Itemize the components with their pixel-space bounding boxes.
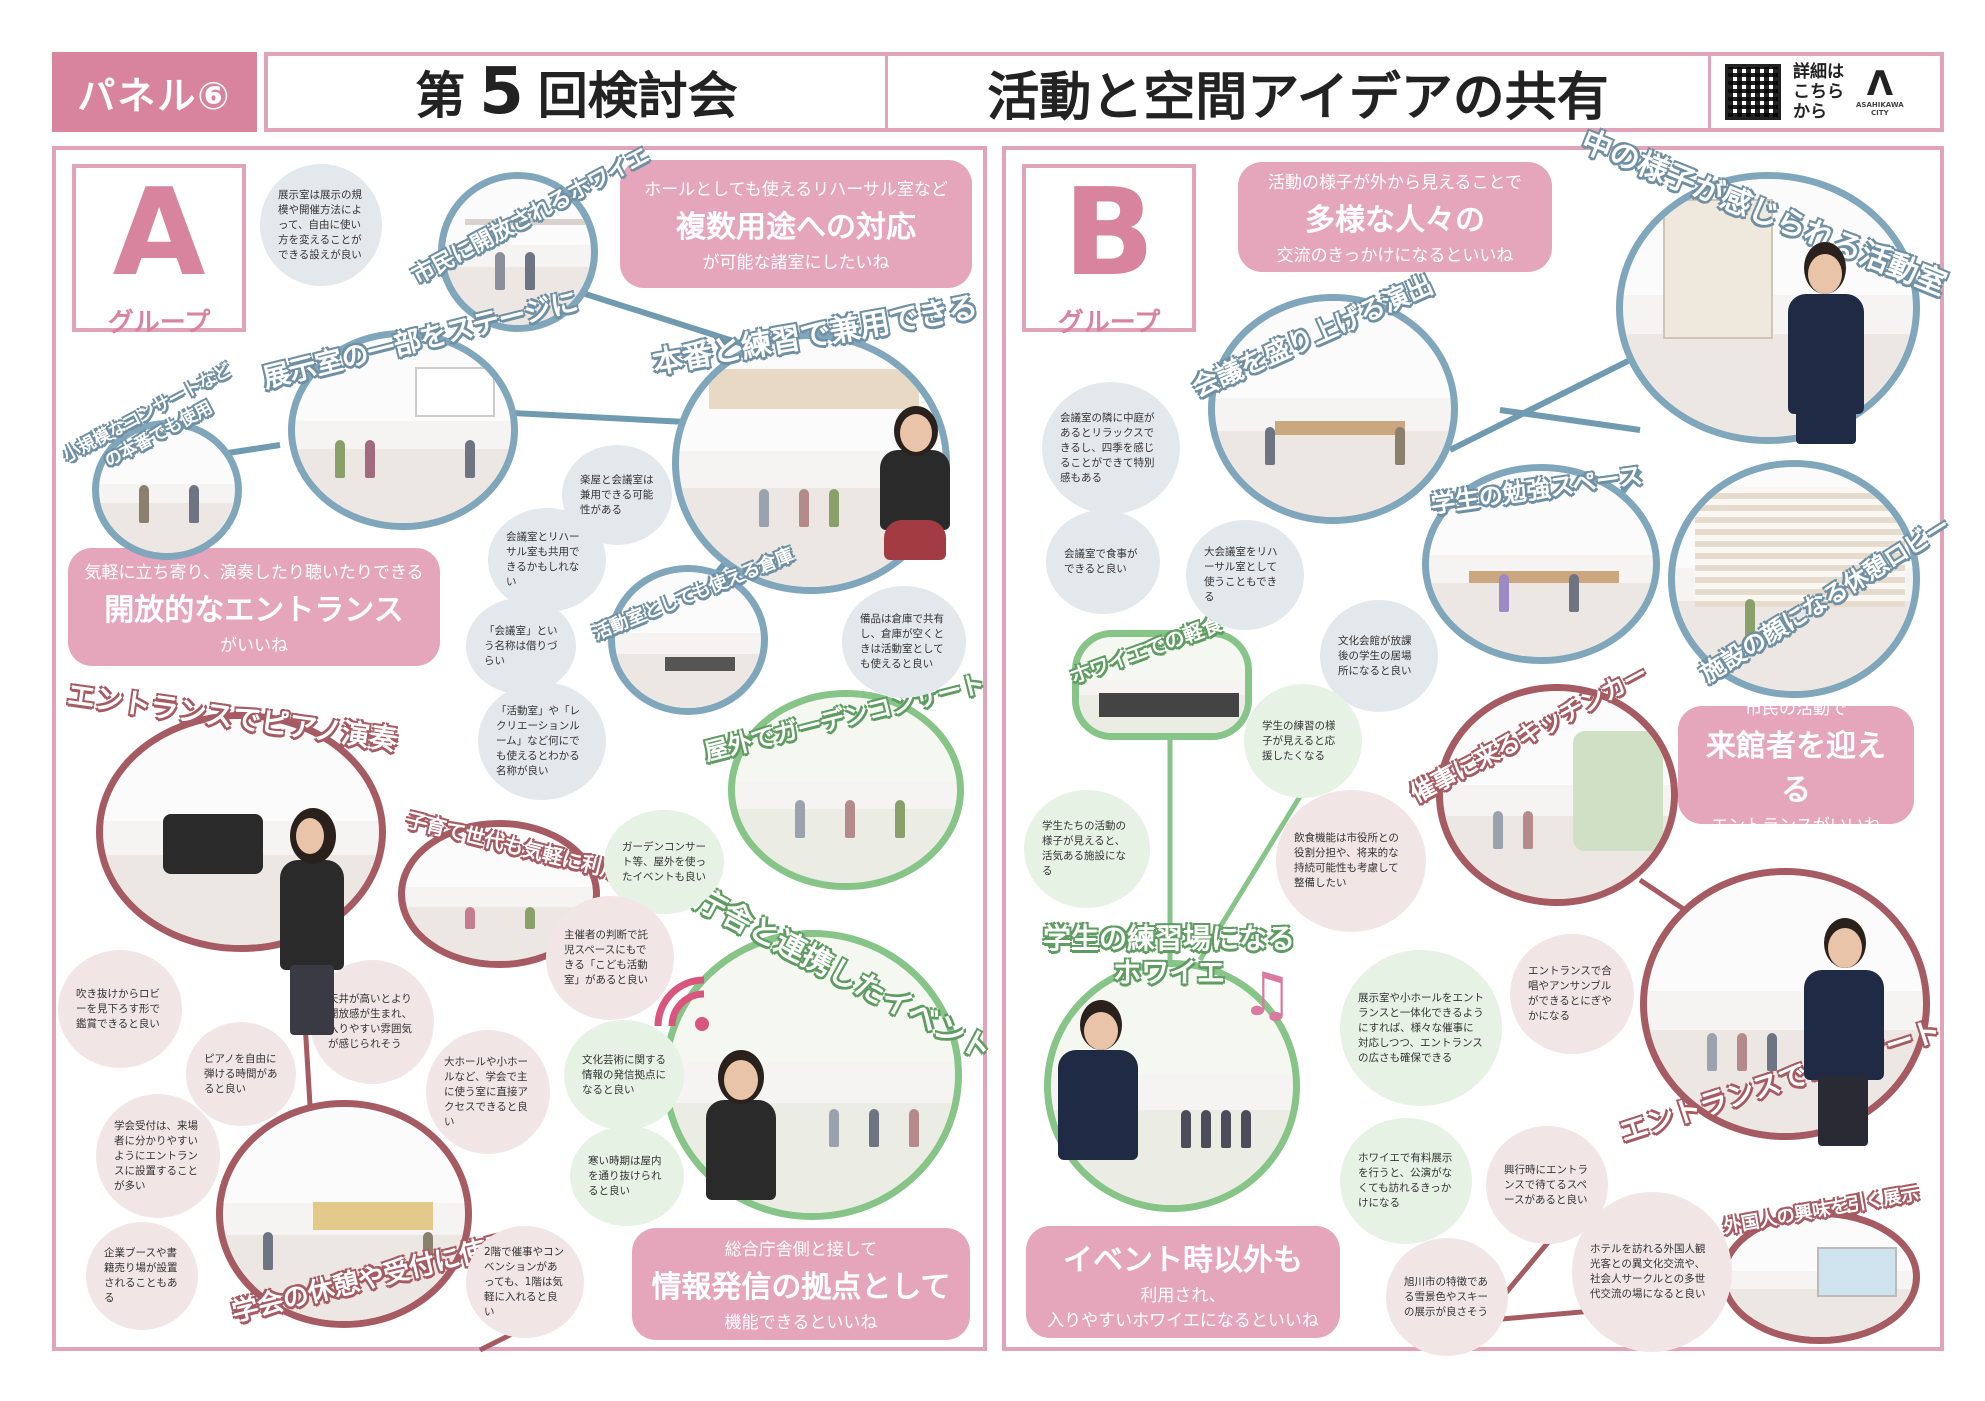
details-line: から	[1793, 102, 1827, 122]
storage-room-illustration	[608, 565, 768, 715]
comment-bubble: 備品は倉庫で共有し、倉庫が空くときは活動室としても使えると良い	[842, 586, 966, 698]
conference-rest-illustration	[216, 1100, 472, 1328]
details-text: 詳細は こちら から	[1793, 62, 1844, 122]
circle-label: 学生の練習場になるホワイエ	[1042, 922, 1295, 989]
comment-bubble: 「会議室」という名称は借りづらい	[466, 598, 576, 694]
rest-lobby-illustration	[1668, 460, 1920, 698]
comment-bubble: エントランスで合唱やアンサンブルができるとにぎやかになる	[1510, 934, 1634, 1054]
comment-bubble: 展示室や小ホールをエントランスと一体化できるようにすれば、様々な催事に対応しつつ…	[1340, 950, 1502, 1106]
comment-bubble: 企業ブースや書籍売り場が設置されることもある	[86, 1222, 198, 1330]
group-letter: A	[112, 164, 206, 303]
comment-bubble: ピアノを自由に弾ける時間があると良い	[186, 1022, 296, 1126]
comment-bubble: 旭川市の特徴である雪景色やスキーの展示が良さそう	[1386, 1238, 1508, 1356]
group-letter: B	[1063, 164, 1155, 303]
comment-bubble: 学会受付は、来場者に分かりやすいようにエントランスに設置することが多い	[96, 1094, 220, 1218]
meeting-suffix: 回検討会	[537, 67, 738, 125]
callout-info-hub: 総合庁舎側と接して 情報発信の拠点として 機能できるといいね	[632, 1228, 970, 1340]
comment-bubble: 会議室とリハーサル室も共用できるかもしれない	[488, 508, 606, 612]
meeting-number: 5	[479, 55, 524, 129]
foyer-snack-illustration	[1072, 630, 1252, 740]
foyer-illustration	[438, 172, 598, 332]
panel-tag: パネル⑥	[52, 52, 257, 132]
comment-bubble: 「活動室」や「レクリエーションルーム」など何にでも使えるとわかる名称が良い	[478, 682, 606, 800]
callout-text: 機能できるといいね	[724, 1313, 878, 1333]
comment-bubble: ガーデンコンサート等、屋外を使ったイベントも良い	[604, 810, 724, 914]
comment-bubble: 吹き抜けからロビーを見下ろす形で鑑賞できると良い	[58, 950, 182, 1068]
details-line: 詳細は	[1793, 62, 1844, 82]
city-logo: Λ ASAHIKAWA CITY	[1856, 67, 1904, 117]
callout-text: が可能な諸室にしたいね	[702, 253, 890, 273]
callout-headline: 複数用途への対応	[676, 210, 916, 245]
callout-headline: 情報発信の拠点として	[651, 1270, 951, 1305]
logo-text: CITY	[1871, 109, 1889, 117]
callout-diverse-people: 活動の様子が外から見えることで 多様な人々の 交流のきっかけになるといいね	[1238, 162, 1552, 272]
callout-text: エントランスがいいね	[1711, 816, 1881, 836]
meeting-title: 第 5 回検討会	[268, 55, 888, 129]
group-word: グループ	[1057, 308, 1161, 338]
comment-bubble: 主催者の判断で託児スペースにもできる「こども活動室」があると良い	[546, 896, 674, 1020]
comment-bubble: 文化芸術に関する情報の発信拠点になると良い	[564, 1020, 684, 1130]
callout-text: 総合庁舎側と接して	[724, 1240, 878, 1260]
callout-text: 入りやすいホワイエになるといいね	[1047, 1311, 1319, 1331]
callout-headline: イベント時以外も	[1063, 1243, 1303, 1278]
comment-bubble: 文化会館が放課後の学生の居場所になると良い	[1320, 600, 1438, 712]
music-note-icon: ♫	[1240, 960, 1294, 1030]
details-line: こちら	[1793, 82, 1844, 102]
callout-text: 交流のきっかけになるといいね	[1276, 246, 1514, 266]
callout-headline: 来館者を迎える	[1706, 729, 1886, 808]
piano-entrance-illustration	[96, 712, 386, 952]
callout-text: 利用され、	[1140, 1286, 1226, 1306]
presenter-photo-a2	[262, 790, 362, 1050]
small-concert-illustration	[92, 420, 242, 560]
comment-bubble: 学生の練習の様子が見えると応援したくなる	[1244, 684, 1362, 798]
logo-mark: Λ	[1866, 64, 1894, 104]
group-a-label: A グループ	[72, 164, 246, 338]
info-area: 詳細は こちら から Λ ASAHIKAWA CITY	[1708, 56, 1940, 128]
garden-concert-illustration	[728, 690, 964, 890]
comment-bubble: 大ホールや小ホールなど、学会で主に使う室に直接アクセスできると良い	[426, 1030, 550, 1154]
presenter-photo-b3	[1790, 900, 1900, 1160]
callout-text: 気軽に立ち寄り、演奏したり聴いたりできる	[84, 563, 424, 583]
broadcast-icon	[654, 976, 709, 1031]
exhibition-stage-illustration	[288, 330, 518, 530]
comment-bubble: 学生たちの活動の様子が見えると、活気ある施設になる	[1024, 790, 1150, 908]
comment-bubble: 寒い時期は屋内を通り抜けられると良い	[570, 1126, 684, 1226]
comment-bubble: 大会議室をリハーサル室として使うこともできる	[1186, 520, 1304, 630]
callout-welcome-visitors: 市民の活動で 来館者を迎える エントランスがいいね	[1678, 699, 1914, 836]
comment-bubble: 2階で催事やコンベンションがあっても、1階は気軽に入れると良い	[466, 1226, 584, 1338]
callout-text: 市民の活動で	[1745, 699, 1847, 719]
presenter-photo-b2	[1040, 990, 1160, 1190]
comment-bubble: 飲食機能は市役所との役割分担や、将来的な持続可能性も考慮して整備したい	[1276, 790, 1426, 932]
event-illustration	[662, 930, 962, 1220]
group-word: グループ	[107, 308, 211, 338]
comment-bubble: 会議室で食事ができると良い	[1046, 510, 1160, 614]
callout-headline: 開放的なエントランス	[104, 593, 404, 628]
meeting-prefix: 第	[415, 67, 466, 125]
callout-accessible-foyer: イベント時以外も 利用され、 入りやすいホワイエになるといいね	[1026, 1226, 1340, 1338]
theme-title: 活動と空間アイデアの共有	[987, 67, 1609, 128]
comment-bubble: ホテルを訪れる外国人観光客との異文化交流や、社会人サークルとの多世代交流の場にな…	[1572, 1192, 1732, 1352]
activity-room-illustration	[1616, 172, 1920, 444]
comment-bubble: 展示室は展示の規模や開催方法によって、自由に使い方を変えることができる設えが良い	[260, 164, 382, 286]
comment-bubble: 会議室の隣に中庭があるとリラックスできるし、四季を感じることができて特別感もある	[1042, 382, 1180, 514]
presenter-photo-a3	[686, 1020, 796, 1220]
comment-bubble: ホワイエで有料展示を行うと、公演がなくても訪れるきっかけになる	[1340, 1118, 1472, 1244]
callout-multipurpose: ホールとしても使えるリハーサル室など 複数用途への対応 が可能な諸室にしたいね	[620, 160, 972, 288]
qr-code-icon[interactable]	[1725, 64, 1781, 120]
presenter-photo-a1	[860, 380, 970, 580]
logo-text: ASAHIKAWA	[1856, 101, 1904, 109]
kitchen-car-illustration	[1436, 684, 1678, 906]
callout-text: 活動の様子が外から見えることで	[1268, 173, 1522, 193]
presenter-photo-b1	[1770, 228, 1880, 458]
study-space-illustration	[1422, 464, 1660, 664]
callout-headline: 多様な人々の	[1305, 203, 1485, 238]
callout-open-entrance: 気軽に立ち寄り、演奏したり聴いたりできる 開放的なエントランス がいいね	[68, 548, 440, 666]
callout-text: がいいね	[220, 636, 288, 656]
group-b-label: B グループ	[1022, 164, 1196, 338]
title-bar: 第 5 回検討会 活動と空間アイデアの共有 詳細は こちら から Λ ASAHI…	[264, 52, 1944, 132]
callout-text: ホールとしても使えるリハーサル室など	[644, 180, 948, 200]
meeting-illustration	[1208, 294, 1458, 524]
